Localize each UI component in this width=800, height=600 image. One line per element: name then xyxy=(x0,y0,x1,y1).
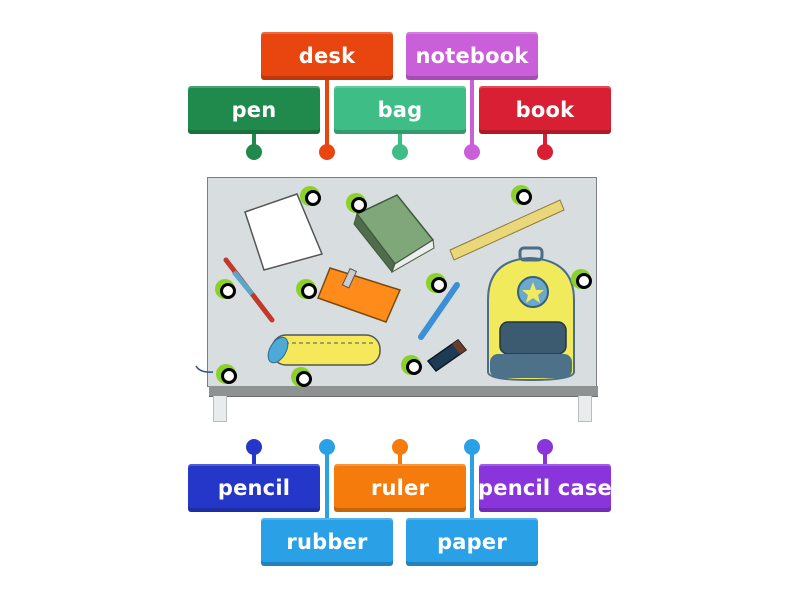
desk-pin[interactable] xyxy=(319,144,335,160)
label-desk[interactable]: desk xyxy=(261,32,393,80)
notebook-stem xyxy=(470,80,474,152)
drop-target-5[interactable] xyxy=(301,283,317,299)
bag-stem xyxy=(398,134,402,152)
desk-edge xyxy=(209,386,598,397)
pencil-stem xyxy=(252,447,256,464)
drop-target-3[interactable] xyxy=(516,189,532,205)
label-text: ruler xyxy=(370,476,430,500)
label-text: book xyxy=(515,98,575,122)
label-text: paper xyxy=(437,530,507,554)
desk-leg-left xyxy=(213,396,227,422)
desk-leg-right xyxy=(578,396,592,422)
bag-pin[interactable] xyxy=(392,144,408,160)
pencil-case-pin[interactable] xyxy=(537,439,553,455)
drop-target-2[interactable] xyxy=(351,197,367,213)
pencil-pin[interactable] xyxy=(246,439,262,455)
drop-target-1[interactable] xyxy=(305,190,321,206)
book-pin[interactable] xyxy=(537,144,553,160)
ruler-pin[interactable] xyxy=(392,439,408,455)
pen-stem xyxy=(252,134,256,152)
label-paper[interactable]: paper xyxy=(406,518,538,566)
label-ruler[interactable]: ruler xyxy=(334,464,466,512)
label-book[interactable]: book xyxy=(479,86,611,134)
drop-target-6[interactable] xyxy=(431,277,447,293)
drop-target-10[interactable] xyxy=(406,359,422,375)
label-text: notebook xyxy=(415,44,529,68)
notebook-pin[interactable] xyxy=(464,144,480,160)
desk-stem xyxy=(325,80,329,152)
drop-target-4[interactable] xyxy=(220,283,236,299)
label-rubber[interactable]: rubber xyxy=(261,518,393,566)
label-text: pencil case xyxy=(478,476,612,500)
label-text: rubber xyxy=(286,530,368,554)
label-text: desk xyxy=(298,44,356,68)
paper-pin[interactable] xyxy=(464,439,480,455)
book-stem xyxy=(543,134,547,152)
label-bag[interactable]: bag xyxy=(334,86,466,134)
label-text: bag xyxy=(377,98,423,122)
rubber-pin[interactable] xyxy=(319,439,335,455)
label-pencil-case[interactable]: pencil case xyxy=(478,464,612,512)
rubber-stem xyxy=(325,447,329,518)
label-text: pencil xyxy=(217,476,291,500)
pen-pin[interactable] xyxy=(246,144,262,160)
label-pen[interactable]: pen xyxy=(188,86,320,134)
pencil-case-stem xyxy=(543,447,547,464)
ruler-stem xyxy=(398,447,402,464)
paper-stem xyxy=(470,447,474,518)
drop-target-8[interactable] xyxy=(221,368,237,384)
label-notebook[interactable]: notebook xyxy=(406,32,538,80)
drop-target-9[interactable] xyxy=(296,371,312,387)
drop-target-7[interactable] xyxy=(576,273,592,289)
label-pencil[interactable]: pencil xyxy=(188,464,320,512)
label-text: pen xyxy=(231,98,277,122)
